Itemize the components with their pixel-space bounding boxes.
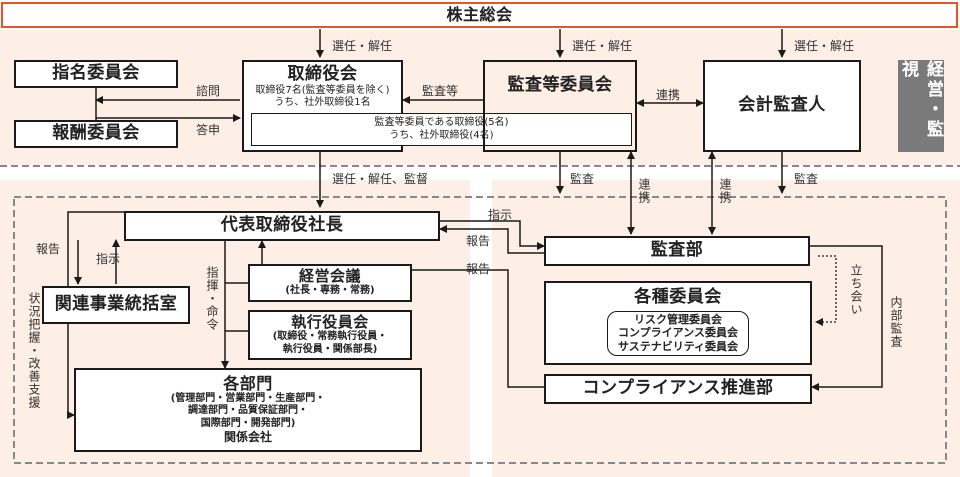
label-cooperation-vertical-2: 連携 — [718, 178, 732, 204]
label-report-affiliate: 報告 — [36, 242, 61, 256]
label-consult: 諮問 — [196, 84, 221, 98]
label-cooperation-horizontal: 連携 — [656, 88, 681, 102]
compliance-department-box: コンプライアンス推進部 — [544, 374, 812, 404]
label-audit-etc: 監査等 — [422, 84, 459, 98]
label-elect-dismiss-board: 選任・解任 — [332, 39, 393, 53]
label-audit-right: 監査 — [794, 172, 819, 186]
accounting-auditor-box: 会計監査人 — [703, 60, 861, 152]
label-cooperation-vertical-1: 連携 — [637, 178, 651, 204]
executive-officers-box: 執行役員会 (取締役・常務執行役員・ 執行役員・関係部長) — [248, 310, 412, 360]
committees-list: リスク管理委員会 コンプライアンス委員会 サステナビリティ委員会 — [606, 310, 750, 356]
shareholders-meeting-label: 株主総会 — [446, 4, 513, 24]
label-audit-left: 監査 — [570, 172, 595, 186]
label-attend: 立ち会い — [849, 264, 863, 316]
label-status-support: 状況把握・改善支援 — [27, 292, 41, 409]
label-instruct-audit: 指示 — [488, 208, 513, 222]
label-elect-dismiss-audit: 選任・解任 — [572, 39, 633, 53]
compensation-committee-box: 報酬委員会 — [14, 120, 178, 148]
label-elect-dismiss-supervise: 選任・解任、監督 — [332, 172, 429, 186]
label-command-order: 指揮・命令 — [205, 266, 219, 331]
label-elect-dismiss-auditor: 選任・解任 — [794, 39, 855, 53]
audit-committee-box: 監査等委員会 — [483, 60, 637, 152]
audit-director-box: 監査等委員である取締役(5名) うち、社外取締役(4名) — [251, 113, 632, 146]
affiliate-office-box: 関連事業統括室 — [42, 286, 190, 324]
label-report-audit: 報告 — [466, 234, 491, 248]
label-instruct-affiliate: 指示 — [96, 252, 121, 266]
committees-box: 各種委員会 リスク管理委員会 コンプライアンス委員会 サステナビリティ委員会 — [544, 281, 812, 365]
label-report-compliance: 報告 — [466, 262, 491, 276]
management-oversight-label: 経営・監視 — [898, 60, 944, 152]
audit-department-box: 監査部 — [544, 236, 810, 266]
departments-box: 各部門 (管理部門・営業部門・生産部門・ 調達部門・品質保証部門・ 国際部門・開… — [74, 368, 422, 452]
label-report-back: 答申 — [196, 123, 221, 137]
nomination-committee-box: 指名委員会 — [14, 60, 178, 88]
president-box: 代表取締役社長 — [124, 211, 440, 241]
label-internal-audit: 内部監査 — [889, 296, 903, 348]
management-meeting-box: 経営会議 (社長・専務・常務) — [248, 264, 412, 302]
shareholders-meeting-box: 株主総会 — [1, 2, 958, 28]
